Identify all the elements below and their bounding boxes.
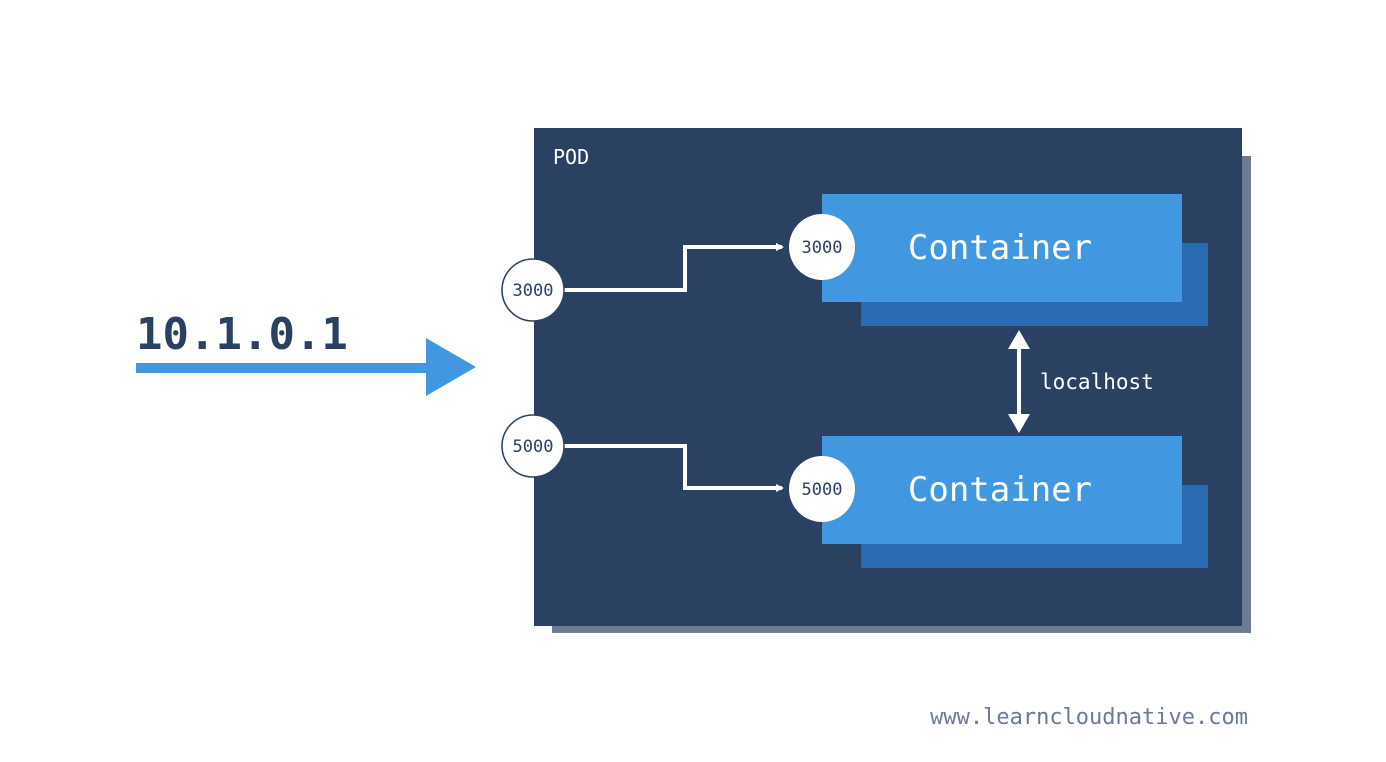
pod-port-3000-label: 3000 xyxy=(513,281,554,301)
pod-label: POD xyxy=(553,145,589,169)
ingress-arrow xyxy=(136,338,476,396)
container-port-3000 xyxy=(789,214,855,280)
container-port-5000 xyxy=(789,456,855,522)
container-port-3000-label: 3000 xyxy=(802,238,843,258)
pod-port-5000-label: 5000 xyxy=(513,437,554,457)
localhost-arrow xyxy=(1008,330,1030,433)
route-line-3000 xyxy=(563,243,784,292)
pod-port-3000 xyxy=(501,258,565,322)
localhost-label: localhost xyxy=(1040,370,1154,394)
route-line-5000 xyxy=(563,444,784,492)
container-port-5000-label: 5000 xyxy=(802,480,843,500)
container-top xyxy=(822,194,1182,302)
ip-address: 10.1.0.1 xyxy=(136,309,348,360)
pod-port-5000 xyxy=(501,414,565,478)
container-bottom xyxy=(822,436,1182,544)
container-bottom-label: Container xyxy=(908,470,1092,510)
container-top-label: Container xyxy=(908,228,1092,268)
footer-url: www.learncloudnative.com xyxy=(930,705,1248,730)
